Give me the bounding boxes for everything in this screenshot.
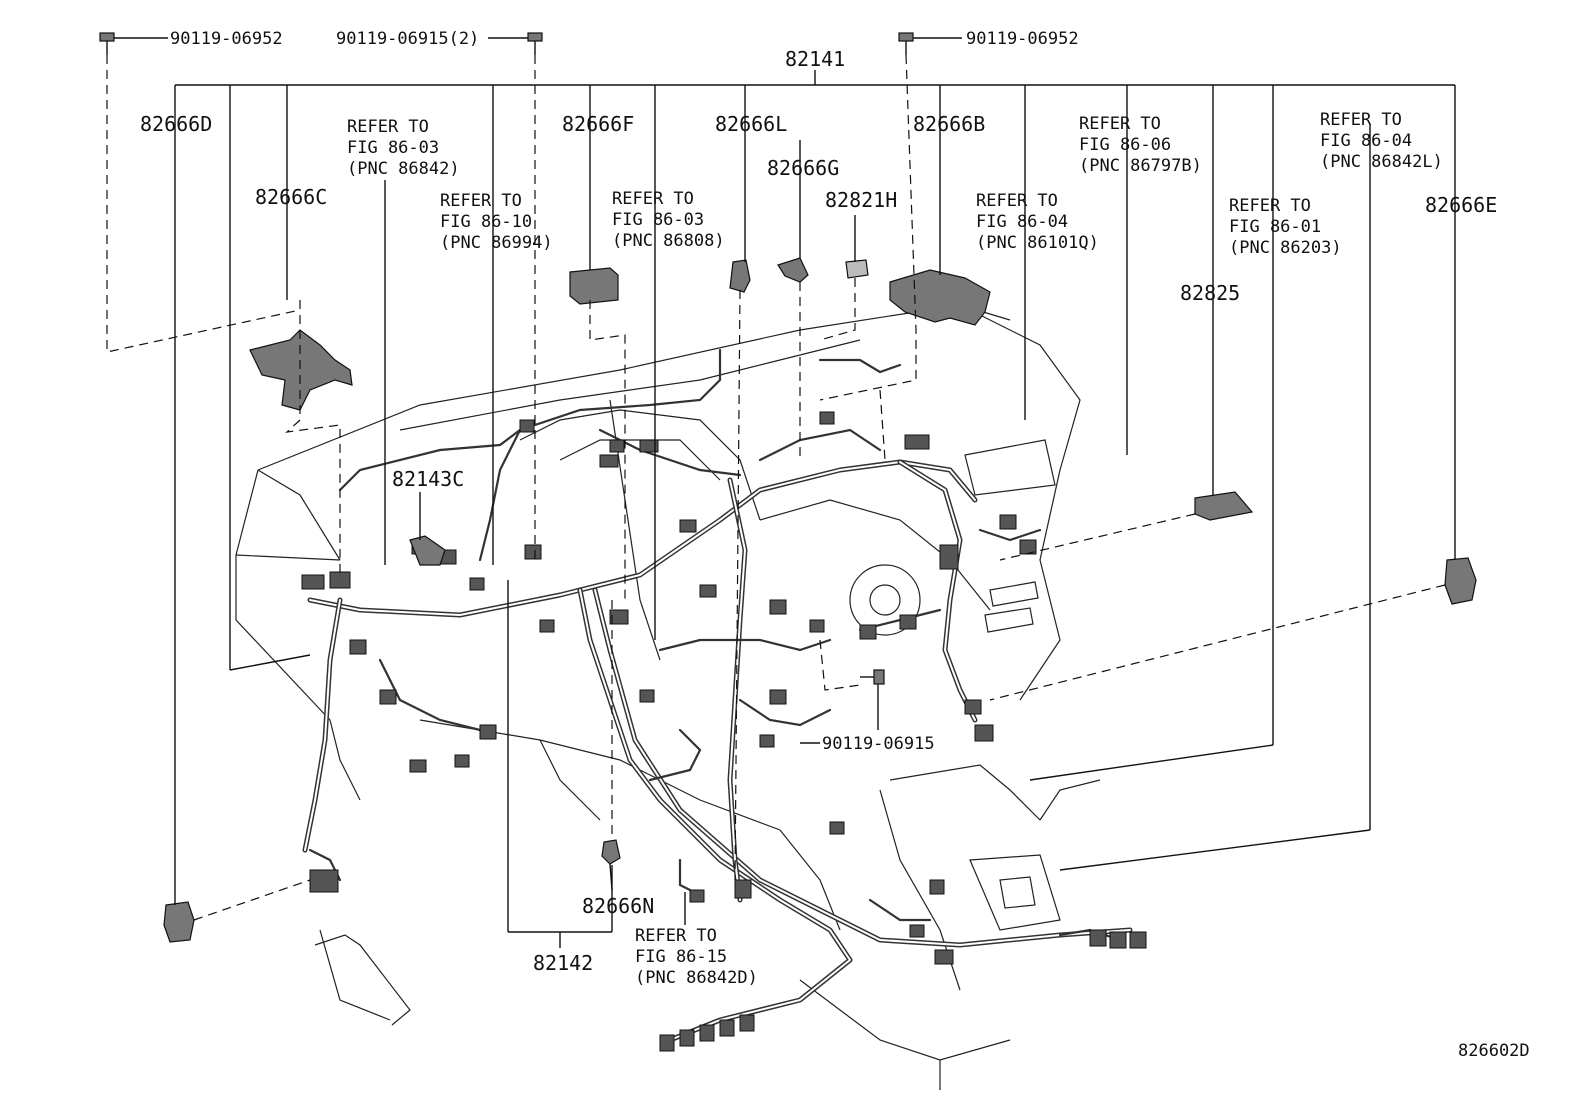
- svg-text:(PNC 86842L): (PNC 86842L): [1320, 152, 1443, 172]
- instrument-panel-outline: [235, 304, 1101, 1090]
- svg-text:FIG 86-04: FIG 86-04: [976, 212, 1068, 232]
- bracket-82666C: [249, 329, 353, 411]
- svg-text:REFER TO: REFER TO: [1079, 114, 1161, 134]
- svg-text:(PNC 86203): (PNC 86203): [1229, 238, 1342, 258]
- refer-note-86842L: REFER TO FIG 86-04 (PNC 86842L): [1320, 110, 1443, 172]
- part-label-82821H: 82821H: [825, 188, 897, 212]
- part-label-82666D: 82666D: [140, 112, 212, 136]
- bracket-82666D: [163, 901, 195, 943]
- svg-text:REFER TO: REFER TO: [1229, 196, 1311, 216]
- bolts: [99, 32, 914, 685]
- refer-note-86101Q: REFER TO FIG 86-04 (PNC 86101Q): [976, 191, 1099, 253]
- svg-text:REFER TO: REFER TO: [347, 117, 429, 137]
- refer-note-86203: REFER TO FIG 86-01 (PNC 86203): [1229, 196, 1342, 258]
- svg-text:REFER TO: REFER TO: [612, 189, 694, 209]
- svg-text:FIG 86-06: FIG 86-06: [1079, 135, 1171, 155]
- figure-code: 826602D: [1458, 1041, 1530, 1061]
- bracket-82666B: [889, 269, 991, 326]
- bolt-icon-lower: [860, 669, 885, 685]
- svg-text:REFER TO: REFER TO: [635, 926, 717, 946]
- harness-connectors: [301, 411, 1147, 1052]
- svg-text:(PNC 86797B): (PNC 86797B): [1079, 156, 1202, 176]
- bolt-icon-left: [99, 32, 115, 55]
- bolt-icon-mid: [527, 32, 543, 55]
- bracket-82666L: [729, 259, 751, 293]
- bracket-82666F: [569, 267, 619, 305]
- svg-text:FIG 86-10: FIG 86-10: [440, 212, 532, 232]
- svg-text:FIG 86-03: FIG 86-03: [612, 210, 704, 230]
- part-label-82666C: 82666C: [255, 185, 327, 209]
- part-label-82825: 82825: [1180, 281, 1240, 305]
- svg-text:FIG 86-01: FIG 86-01: [1229, 217, 1321, 237]
- svg-text:REFER TO: REFER TO: [1320, 110, 1402, 130]
- svg-text:(PNC 86842): (PNC 86842): [347, 159, 460, 179]
- part-label-82143C: 82143C: [392, 467, 464, 491]
- bolt-label-left: 90119-06952: [170, 29, 283, 49]
- harness-bundles: [302, 348, 1133, 1043]
- main-harness-label: 82141: [785, 47, 845, 71]
- refer-notes: REFER TO FIG 86-03 (PNC 86842) REFER TO …: [347, 110, 1443, 988]
- leader-lines: [114, 37, 1456, 948]
- refer-note-86842: REFER TO FIG 86-03 (PNC 86842): [347, 117, 460, 179]
- bolt-label-lower: 90119-06915: [822, 734, 935, 754]
- bracket-82666G: [777, 257, 809, 283]
- refer-note-86994: REFER TO FIG 86-10 (PNC 86994): [440, 191, 553, 253]
- svg-text:FIG 86-03: FIG 86-03: [347, 138, 439, 158]
- svg-text:(PNC 86808): (PNC 86808): [612, 231, 725, 251]
- part-label-82666L: 82666L: [715, 112, 787, 136]
- connector-82143C: [409, 535, 446, 566]
- svg-text:(PNC 86842D): (PNC 86842D): [635, 968, 758, 988]
- svg-text:(PNC 86101Q): (PNC 86101Q): [976, 233, 1099, 253]
- svg-text:REFER TO: REFER TO: [440, 191, 522, 211]
- bolt-icon-right: [898, 32, 914, 55]
- dashed-lines: [106, 54, 1446, 921]
- svg-text:(PNC 86994): (PNC 86994): [440, 233, 553, 253]
- bolt-label-mid: 90119-06915(2): [336, 29, 479, 49]
- part-label-82666N: 82666N: [582, 894, 654, 918]
- bracket-82666E: [1444, 557, 1477, 605]
- bracket-82666N: [601, 839, 621, 865]
- part-label-82666F: 82666F: [562, 112, 634, 136]
- part-label-82666B: 82666B: [913, 112, 985, 136]
- bracket-82825: [1194, 491, 1254, 521]
- svg-text:FIG 86-04: FIG 86-04: [1320, 131, 1412, 151]
- part-label-82666G: 82666G: [767, 156, 839, 180]
- refer-note-86797B: REFER TO FIG 86-06 (PNC 86797B): [1079, 114, 1202, 176]
- bracket-82821H: [845, 259, 869, 279]
- refer-note-86842D: REFER TO FIG 86-15 (PNC 86842D): [635, 926, 758, 988]
- part-label-82666E: 82666E: [1425, 193, 1497, 217]
- svg-text:FIG 86-15: FIG 86-15: [635, 947, 727, 967]
- bolt-label-right: 90119-06952: [966, 29, 1079, 49]
- part-label-82142: 82142: [533, 951, 593, 975]
- svg-text:REFER TO: REFER TO: [976, 191, 1058, 211]
- part-labels: 90119-06952 90119-06915(2) 90119-06952 8…: [140, 29, 1530, 1061]
- refer-note-86808: REFER TO FIG 86-03 (PNC 86808): [612, 189, 725, 251]
